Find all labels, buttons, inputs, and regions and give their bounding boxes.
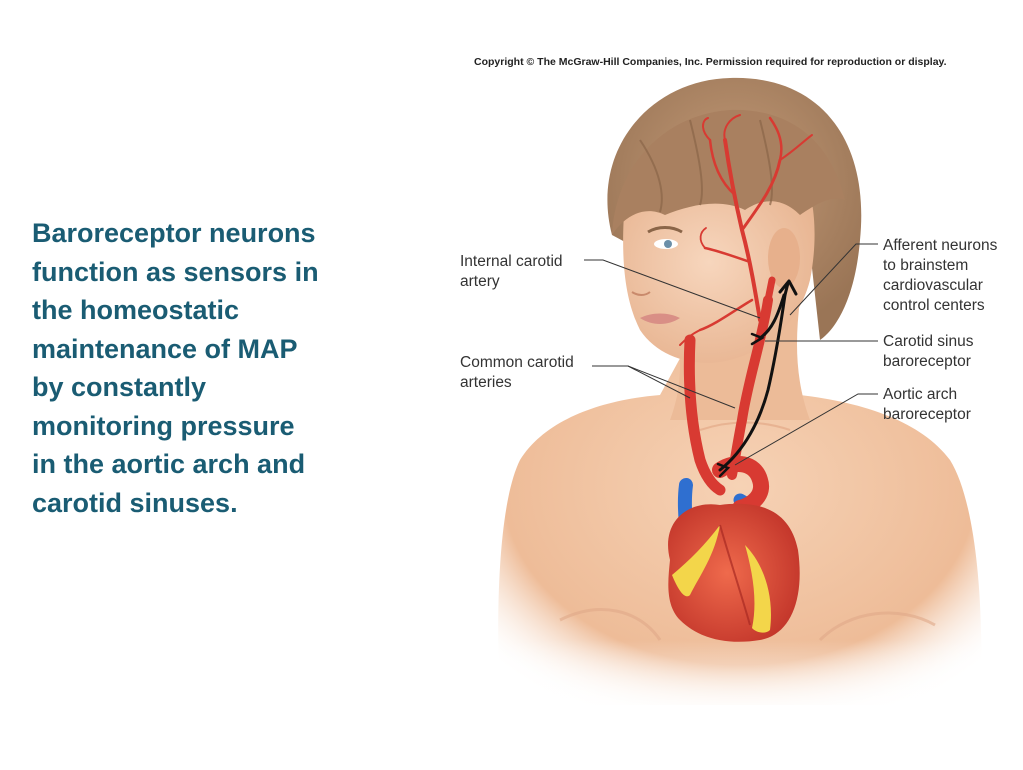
- head-arteries: [679, 114, 813, 346]
- leader-aortic-arch: [734, 393, 878, 466]
- leader-afferent-neurons: [789, 243, 878, 316]
- coronary-fat: [745, 545, 771, 633]
- leader-common-carotid-2: [627, 365, 736, 409]
- chest-shading: [559, 608, 662, 641]
- eyebrow: [647, 226, 683, 234]
- label-carotid-sinus-baroreceptor: Carotid sinus baroreceptor: [883, 333, 974, 370]
- slide-body-text: Baroreceptor neurons function as sensors…: [32, 218, 319, 518]
- heart: [668, 456, 800, 642]
- coronary-fat: [672, 525, 720, 597]
- hair-strands: [639, 119, 773, 213]
- label-common-carotid-arteries: Common carotid arteries: [460, 354, 574, 391]
- eye-iris: [664, 240, 672, 248]
- aortic-arch: [712, 456, 770, 516]
- afferent-nerves: [716, 279, 798, 478]
- copyright-notice: Copyright © The McGraw-Hill Companies, I…: [474, 56, 947, 68]
- label-aortic-arch-baroreceptor: Aortic arch baroreceptor: [883, 386, 971, 423]
- label-internal-carotid-artery: Internal carotid artery: [460, 253, 563, 290]
- mouth: [640, 313, 680, 324]
- label-afferent-neurons: Afferent neurons to brainstem cardiovasc…: [883, 237, 998, 314]
- leader-lines: [584, 243, 878, 466]
- nose: [631, 291, 651, 296]
- ear: [768, 228, 800, 288]
- chest-shading: [818, 611, 936, 642]
- leader-internal-carotid: [584, 259, 761, 319]
- torso-fade: [480, 640, 1000, 720]
